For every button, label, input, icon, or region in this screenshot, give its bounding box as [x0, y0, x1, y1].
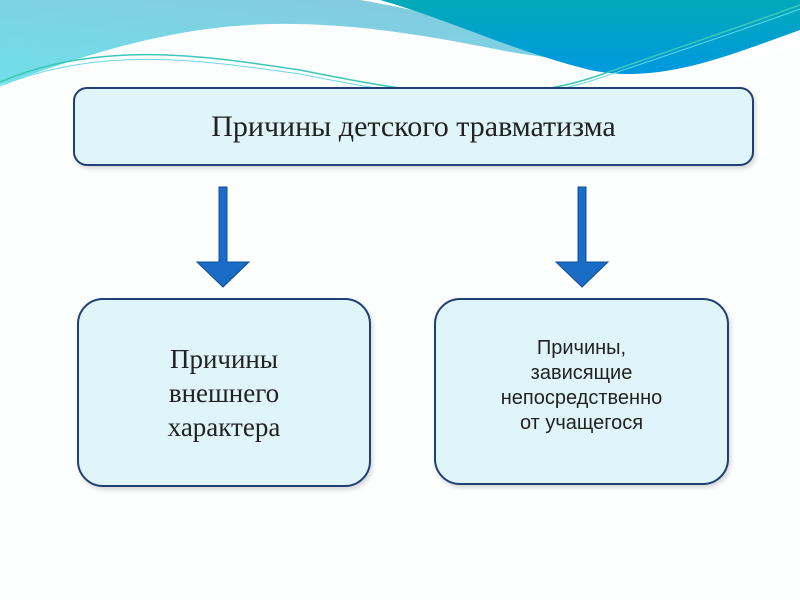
arrow-down-icon: [555, 186, 610, 288]
box-text-line: от учащегося: [519, 411, 644, 434]
box-text-line: Причины,: [536, 336, 627, 359]
title-box: Причины детского травматизма: [73, 87, 754, 166]
arrow-down-icon: [196, 186, 251, 288]
student-dependent-causes-box: Причины, зависящие непосредственно от уч…: [434, 298, 729, 485]
box-text-line: внешнего: [168, 377, 280, 408]
box-text-line: непосредственно: [500, 386, 663, 409]
decorative-wave-background: [0, 0, 800, 98]
box-text-line: зависящие: [530, 361, 633, 384]
diagram-title: Причины детского травматизма: [211, 109, 616, 143]
external-causes-box: Причины внешнего характера: [77, 298, 371, 487]
box-text-line: Причины: [169, 343, 279, 374]
box-text-line: характера: [167, 411, 281, 442]
